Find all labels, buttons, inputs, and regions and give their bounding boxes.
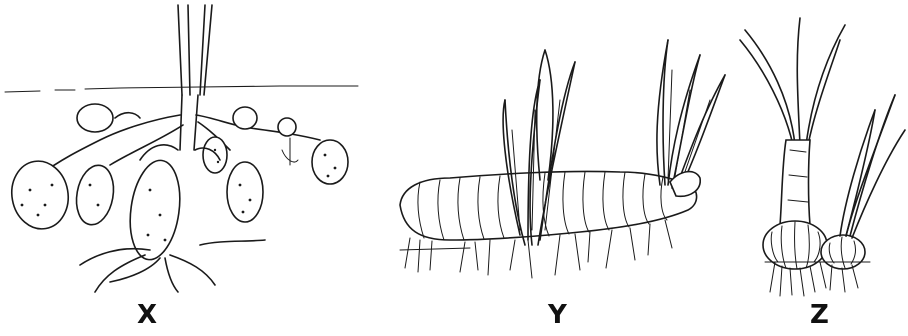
tuber — [72, 162, 118, 227]
tuber — [312, 140, 348, 184]
tuber — [233, 107, 257, 129]
potato-plant-drawing — [5, 5, 358, 292]
cormel — [821, 235, 865, 269]
tuber — [77, 104, 113, 132]
tuber — [278, 118, 296, 136]
corm-drawing — [740, 18, 905, 296]
label-y: Y — [548, 300, 567, 330]
tuber — [227, 162, 263, 222]
label-x: X — [137, 300, 157, 330]
tuber — [7, 157, 74, 234]
tuber — [203, 137, 227, 173]
label-z: Z — [810, 300, 829, 330]
rhizome-drawing — [400, 40, 725, 278]
tuber — [124, 157, 185, 263]
